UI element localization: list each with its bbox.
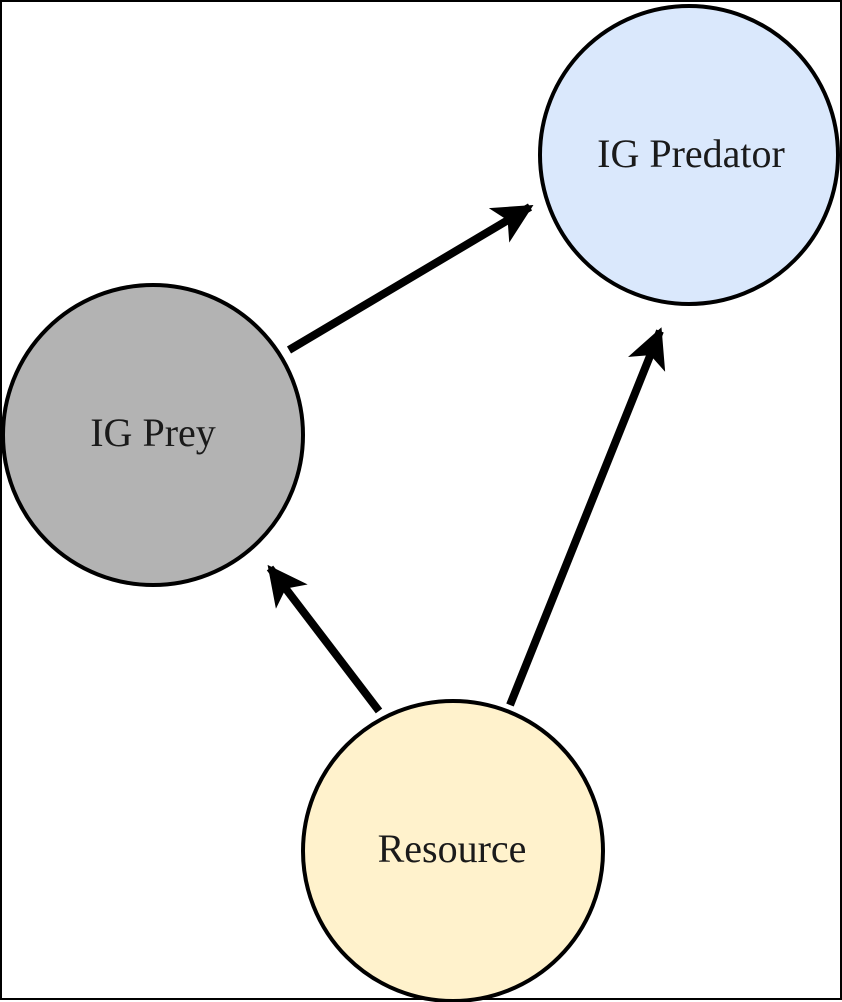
node-ig-prey-circle (2, 283, 305, 587)
node-ig-prey[interactable]: IG Prey (2, 283, 305, 587)
edge-resource-to-prey (266, 564, 383, 714)
node-ig-predator-label: IG Predator (597, 131, 785, 176)
edge-prey-to-predator (286, 203, 534, 354)
node-resource-label: Resource (378, 826, 527, 871)
node-ig-predator[interactable]: IG Predator (538, 4, 840, 306)
node-ig-predator-circle (538, 4, 840, 306)
node-resource[interactable]: Resource (301, 699, 605, 1002)
node-ig-prey-label: IG Prey (90, 410, 216, 455)
edge-resource-to-predator (506, 327, 666, 707)
